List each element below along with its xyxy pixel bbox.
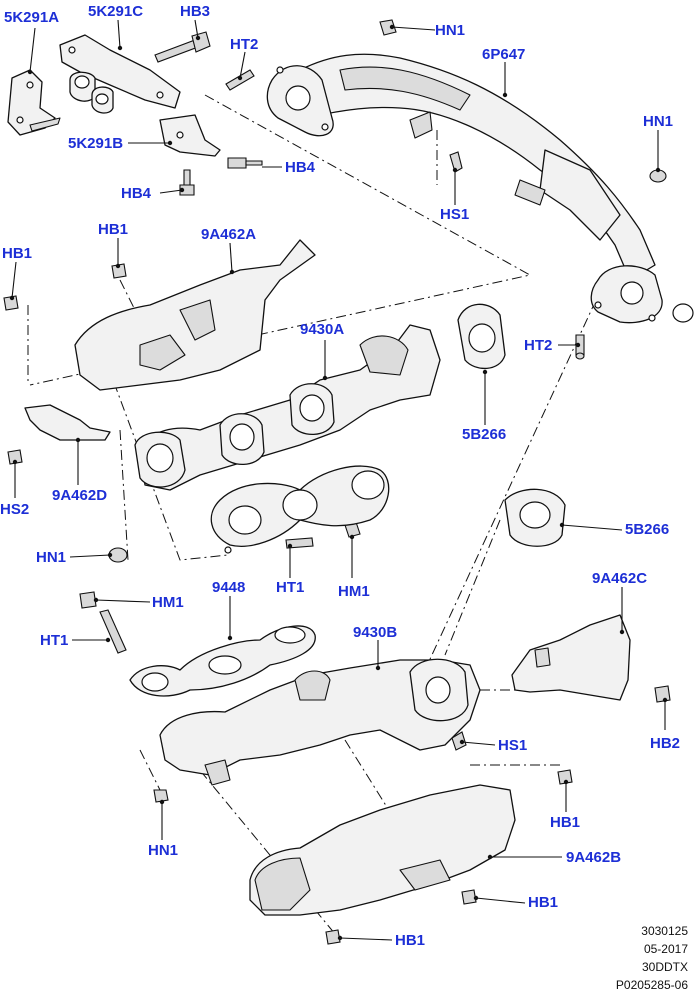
label-5b266-b: 5B266: [625, 521, 670, 538]
label-hb1-c: HB1: [528, 894, 559, 911]
gasket-5b266-a: [457, 303, 506, 370]
heat-shield-9a462a: [74, 239, 316, 391]
egr-pipe-6p647: [266, 53, 694, 324]
reference-date: 05-2017: [643, 942, 688, 956]
bolt-hb3: [154, 31, 211, 63]
heat-shield-9a462b: [249, 784, 516, 916]
manifold-9430b: [159, 658, 481, 786]
label-ht1-mid: HT1: [276, 579, 305, 596]
stud-ht1-mid: [285, 537, 314, 549]
label-hb1-d: HB1: [395, 932, 426, 949]
label-hn1-right: HN1: [643, 113, 674, 130]
label-hb1-b: HB1: [550, 814, 581, 831]
gasket-9448-low: [129, 625, 316, 697]
label-ht2-mid: HT2: [524, 337, 553, 354]
bolt-hb2: [654, 685, 671, 703]
bolt-hb4-a: [227, 157, 263, 169]
label-9430b: 9430B: [353, 624, 398, 641]
bracket-5k291c: [59, 34, 181, 114]
stud-ht1-left: [99, 609, 127, 654]
label-hs2: HS2: [0, 501, 30, 518]
label-hn1-top: HN1: [435, 22, 466, 39]
heat-shield-9a462c: [511, 614, 631, 701]
label-hb1-left: HB1: [2, 245, 33, 262]
label-5k291a: 5K291A: [4, 9, 60, 26]
label-hb1-a: HB1: [98, 221, 129, 238]
label-9a462a: 9A462A: [201, 226, 257, 243]
label-9a462c: 9A462C: [592, 570, 648, 587]
stud-hs2: [7, 449, 23, 465]
label-hb4-b: HB4: [121, 185, 152, 202]
label-9430a: 9430A: [300, 321, 345, 338]
manifold-9430a: [134, 324, 441, 491]
nut-hm1-left: [79, 591, 97, 609]
reference-code: 30DDTX: [641, 960, 688, 974]
label-hb3: HB3: [180, 3, 211, 20]
reference-number: 3030125: [641, 924, 688, 938]
label-hm1-mid: HM1: [338, 583, 370, 600]
label-ht1-left: HT1: [40, 632, 69, 649]
label-9a462d: 9A462D: [52, 487, 108, 504]
bolt-hb4-b: [179, 169, 195, 196]
label-hn1-mid: HN1: [36, 549, 67, 566]
label-9a462b: 9A462B: [566, 849, 622, 866]
bolt-hb1-c: [461, 889, 477, 905]
label-hs1-top: HS1: [440, 206, 470, 223]
gasket-9448-mid: [210, 465, 390, 554]
label-5b266-a: 5B266: [462, 426, 507, 443]
label-6p647: 6P647: [482, 46, 526, 63]
label-hs1-bot: HS1: [498, 737, 528, 754]
leader-lines: [9, 19, 668, 941]
bolt-hb1-d: [325, 929, 341, 945]
nut-hn1-bot: [153, 789, 169, 803]
stud-hs1-bot: [451, 731, 467, 751]
bolt-hb1-a: [111, 263, 127, 279]
bracket-5k291a: [7, 69, 61, 136]
bracket-5k291b: [159, 114, 221, 157]
label-hb2: HB2: [650, 735, 681, 752]
heat-shield-9a462d: [24, 404, 111, 441]
label-hm1-left: HM1: [152, 594, 184, 611]
nut-hn1-top: [379, 19, 397, 36]
bolt-hb1-b: [557, 769, 573, 785]
label-hb4-a: HB4: [285, 159, 316, 176]
label-ht2-top: HT2: [230, 36, 259, 53]
label-5k291c: 5K291C: [88, 3, 144, 20]
label-9448: 9448: [212, 579, 246, 596]
label-hn1-bot: HN1: [148, 842, 179, 859]
reference-part-id: P0205285-06: [615, 978, 688, 992]
gasket-5b266-b: [504, 488, 566, 547]
stud-hs1-top: [449, 151, 463, 173]
label-5k291b: 5K291B: [68, 135, 124, 152]
